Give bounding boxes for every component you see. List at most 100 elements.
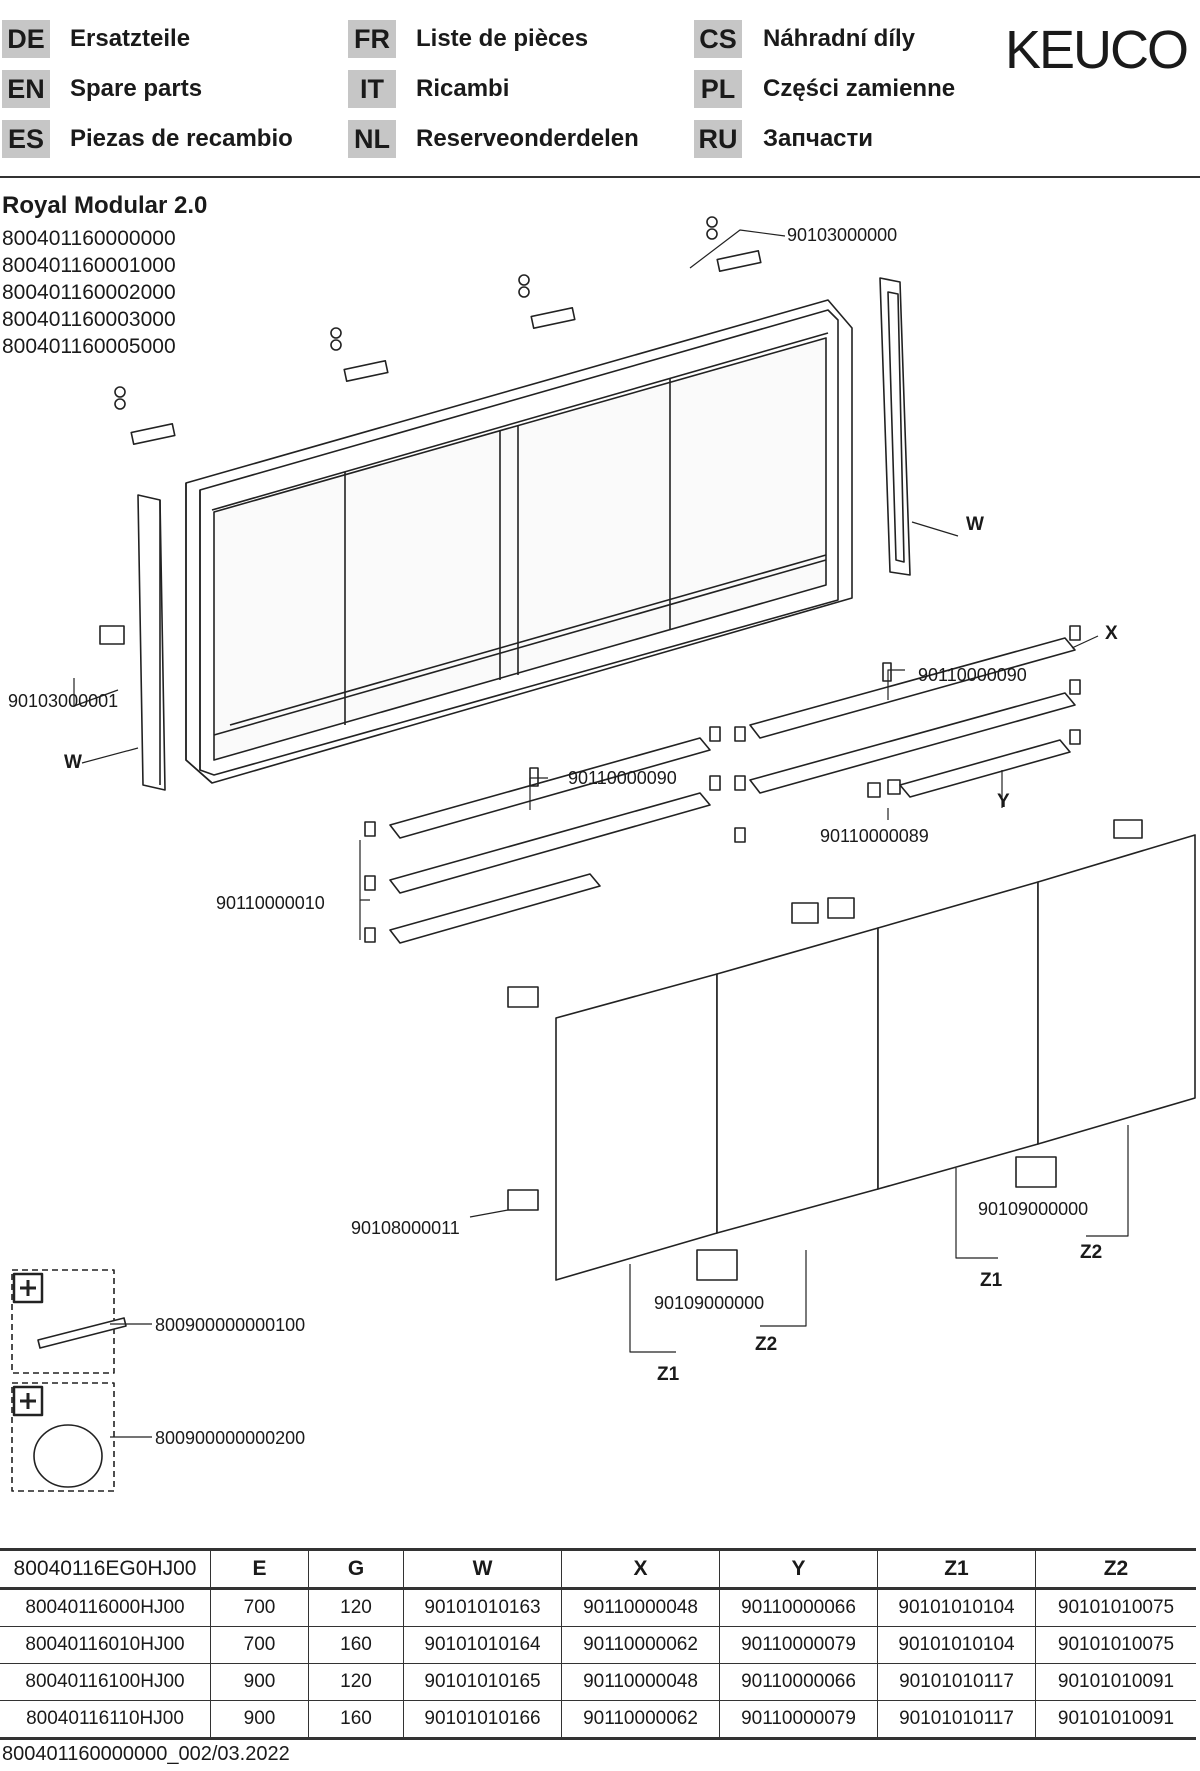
callout-hinge-screws: 90103000000 bbox=[787, 225, 897, 245]
letter-z1-right: Z1 bbox=[980, 1270, 1003, 1291]
table-cell: 90101010117 bbox=[877, 1663, 1036, 1701]
table-header-model: 80040116EG0HJ00 bbox=[0, 1548, 211, 1590]
keuco-logo: KEUCO bbox=[1005, 20, 1189, 80]
table-header-y: Y bbox=[719, 1548, 878, 1590]
table-header-e: E bbox=[210, 1548, 309, 1590]
table-header-row: 80040116EG0HJ00 E G W X Y Z1 Z2 bbox=[0, 1548, 1196, 1590]
door-clips bbox=[507, 819, 1143, 1281]
table-cell: 120 bbox=[308, 1588, 404, 1627]
table-cell: 90101010164 bbox=[403, 1626, 562, 1664]
table-cell: 90101010166 bbox=[403, 1700, 562, 1740]
table-cell: 90101010165 bbox=[403, 1663, 562, 1701]
lang-code-it: IT bbox=[348, 70, 396, 108]
header-divider bbox=[0, 176, 1200, 178]
callout-accessory-1: 800900000000100 bbox=[155, 1315, 305, 1335]
product-title: Royal Modular 2.0 bbox=[2, 192, 208, 219]
table-cell: 90101010163 bbox=[403, 1588, 562, 1627]
table-cell: 80040116000HJ00 bbox=[0, 1588, 211, 1627]
letter-w-left: W bbox=[64, 752, 82, 773]
table-cell: 90110000048 bbox=[561, 1588, 720, 1627]
table-cell: 80040116010HJ00 bbox=[0, 1626, 211, 1664]
table-cell: 90101010117 bbox=[877, 1700, 1036, 1740]
table-header-g: G bbox=[308, 1548, 404, 1590]
table-cell: 120 bbox=[308, 1663, 404, 1701]
table-cell: 90110000048 bbox=[561, 1663, 720, 1701]
table-row: 80040116100HJ00 900 120 90101010165 9011… bbox=[0, 1663, 1196, 1701]
callout-door-hinge-left: 90109000000 bbox=[654, 1293, 764, 1313]
article-number: 800401160000000 bbox=[2, 227, 176, 250]
document-code: 800401160000000_002/03.2022 bbox=[2, 1743, 290, 1765]
plus-icon bbox=[12, 1272, 44, 1304]
letter-w-right: W bbox=[966, 514, 984, 535]
article-number: 800401160003000 bbox=[2, 308, 176, 331]
table-cell: 90110000062 bbox=[561, 1700, 720, 1740]
table-cell: 700 bbox=[210, 1588, 309, 1627]
lang-code-pl: PL bbox=[694, 70, 742, 108]
callout-door-clip: 90108000011 bbox=[351, 1218, 460, 1238]
lang-label-en: Spare parts bbox=[70, 75, 203, 102]
cabinet-body bbox=[185, 299, 853, 784]
table-cell: 900 bbox=[210, 1663, 309, 1701]
parts-table: 80040116EG0HJ00 E G W X Y Z1 Z2 80040116… bbox=[0, 1548, 1196, 1740]
table-cell: 90110000079 bbox=[719, 1700, 878, 1740]
table-cell: 90110000062 bbox=[561, 1626, 720, 1664]
table-cell: 90110000066 bbox=[719, 1663, 878, 1701]
table-row: 80040116110HJ00 900 160 90101010166 9011… bbox=[0, 1700, 1196, 1740]
side-bracket bbox=[99, 625, 125, 645]
letter-z1-left: Z1 bbox=[657, 1364, 680, 1385]
lang-label-ru: Запчасти bbox=[763, 125, 874, 152]
lang-label-fr: Liste de pièces bbox=[416, 25, 589, 52]
plus-icon bbox=[12, 1385, 44, 1417]
table-header-z1: Z1 bbox=[877, 1548, 1036, 1590]
table-header-z2: Z2 bbox=[1035, 1548, 1196, 1590]
leader-lines bbox=[73, 229, 1129, 1438]
table-cell: 90101010091 bbox=[1035, 1663, 1196, 1701]
article-number: 800401160005000 bbox=[2, 335, 176, 358]
lang-label-cs: Náhradní díly bbox=[763, 25, 916, 52]
lang-code-cs: CS bbox=[694, 20, 742, 58]
lang-label-de: Ersatzteile bbox=[70, 25, 191, 52]
table-cell: 90101010091 bbox=[1035, 1700, 1196, 1740]
lang-label-it: Ricambi bbox=[416, 75, 510, 102]
article-number: 800401160001000 bbox=[2, 254, 176, 277]
table-cell: 90110000079 bbox=[719, 1626, 878, 1664]
callout-shelf-support-top: 90110000090 bbox=[918, 665, 1027, 685]
exploded-drawing: 90103000000 90103000001 90110000090 9011… bbox=[8, 216, 1196, 1492]
lang-code-de: DE bbox=[2, 20, 50, 58]
callout-shelf-clip: 90110000089 bbox=[820, 826, 929, 846]
table-cell: 160 bbox=[308, 1626, 404, 1664]
hinge-screw-sets bbox=[114, 216, 762, 446]
callout-door-hinge-right: 90109000000 bbox=[978, 1199, 1088, 1219]
letter-z2-left: Z2 bbox=[755, 1334, 777, 1355]
lang-label-es: Piezas de recambio bbox=[70, 125, 293, 152]
lang-code-fr: FR bbox=[348, 20, 396, 58]
side-panel-left bbox=[137, 494, 166, 791]
table-cell: 90101010104 bbox=[877, 1588, 1036, 1627]
table-header-w: W bbox=[403, 1548, 562, 1590]
letter-x: X bbox=[1105, 623, 1118, 644]
table-cell: 90101010104 bbox=[877, 1626, 1036, 1664]
shelf-clips bbox=[364, 625, 1081, 943]
callout-shelf-support-mid: 90110000090 bbox=[568, 768, 677, 788]
lang-code-nl: NL bbox=[348, 120, 396, 158]
table-cell: 900 bbox=[210, 1700, 309, 1740]
mirror-doors bbox=[555, 834, 1196, 1281]
shelves bbox=[389, 637, 1076, 944]
callout-shelf-left: 90110000010 bbox=[216, 893, 325, 913]
table-cell: 160 bbox=[308, 1700, 404, 1740]
lang-label-nl: Reserveonderdelen bbox=[416, 125, 639, 152]
letter-y: Y bbox=[997, 791, 1010, 812]
lang-code-ru: RU bbox=[694, 120, 742, 158]
article-number: 800401160002000 bbox=[2, 281, 176, 304]
lang-code-en: EN bbox=[2, 70, 50, 108]
table-row: 80040116010HJ00 700 160 90101010164 9011… bbox=[0, 1626, 1196, 1664]
table-cell: 700 bbox=[210, 1626, 309, 1664]
table-cell: 90101010075 bbox=[1035, 1626, 1196, 1664]
side-panel-right bbox=[879, 277, 911, 576]
lang-code-es: ES bbox=[2, 120, 50, 158]
table-cell: 90101010075 bbox=[1035, 1588, 1196, 1627]
letter-z2-right: Z2 bbox=[1080, 1242, 1102, 1263]
callout-side-bracket: 90103000001 bbox=[8, 691, 118, 711]
lang-label-pl: Części zamienne bbox=[763, 75, 956, 102]
accessory-items bbox=[33, 1317, 127, 1488]
